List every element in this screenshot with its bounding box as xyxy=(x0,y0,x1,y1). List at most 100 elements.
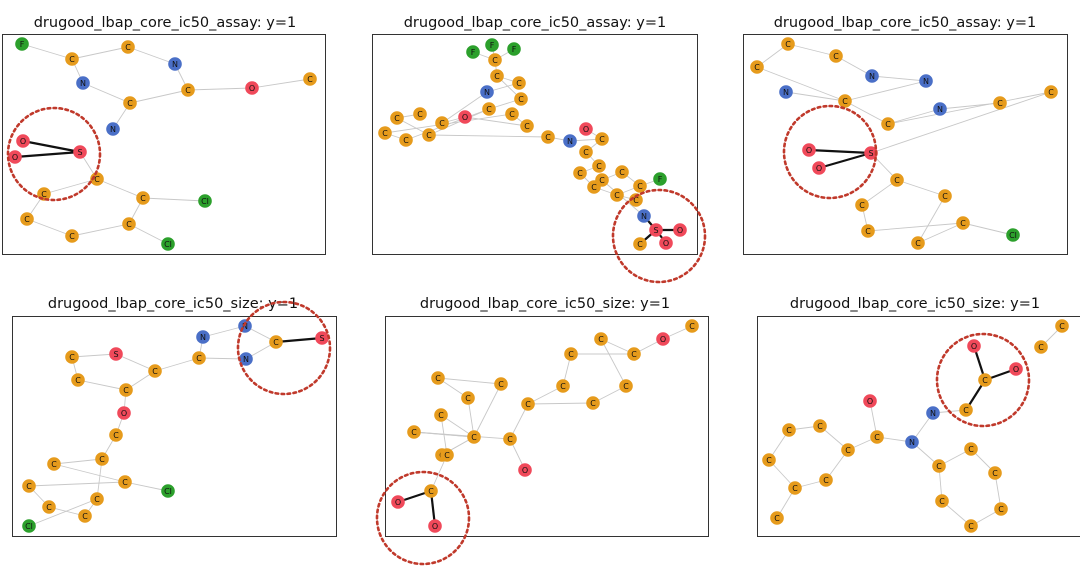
atom-label: C xyxy=(960,219,966,228)
atom-n xyxy=(919,74,933,88)
bond xyxy=(867,222,964,232)
atom-label: O xyxy=(867,397,873,406)
atom-label: Cl xyxy=(164,487,172,496)
bond xyxy=(142,197,206,202)
atom-c xyxy=(956,216,970,230)
atom-c xyxy=(782,423,796,437)
atom-n xyxy=(76,76,90,90)
atom-label: C xyxy=(619,168,625,177)
atom-n xyxy=(779,85,793,99)
atom-label: F xyxy=(512,45,517,54)
atom-label: S xyxy=(77,148,82,157)
atom-label: C xyxy=(623,382,629,391)
atom-label: C xyxy=(99,455,105,464)
atom-label: C xyxy=(428,487,434,496)
atom-c xyxy=(615,165,629,179)
atom-label: C xyxy=(817,422,823,431)
atom-cl xyxy=(161,237,175,251)
panel-title: drugood_lbap_core_ic50_size: y=1 xyxy=(790,296,1040,312)
bond xyxy=(441,91,488,124)
atom-label: O xyxy=(395,498,401,507)
atom-label: C xyxy=(524,122,530,131)
atom-label: C xyxy=(507,435,513,444)
atom-c xyxy=(514,92,528,106)
atom-o xyxy=(428,519,442,533)
bond xyxy=(202,325,246,338)
atom-label: C xyxy=(438,411,444,420)
atom-label: C xyxy=(435,374,441,383)
atom-c xyxy=(521,397,535,411)
bond xyxy=(251,78,311,89)
atom-label: Cl xyxy=(25,522,33,531)
bond xyxy=(428,134,549,138)
atom-c xyxy=(964,519,978,533)
atom-c xyxy=(488,53,502,67)
atom-label: S xyxy=(868,149,873,158)
atom-label: C xyxy=(599,135,605,144)
panel-frame xyxy=(743,34,1068,255)
atom-label: O xyxy=(660,335,666,344)
atom-label: C xyxy=(1059,322,1065,331)
atom-label: C xyxy=(997,99,1003,108)
atom-label: O xyxy=(663,239,669,248)
bond xyxy=(473,383,502,438)
atom-n xyxy=(905,435,919,449)
atom-c xyxy=(148,364,162,378)
atom-o xyxy=(1009,362,1023,376)
atom-label: C xyxy=(577,169,583,178)
atom-label: C xyxy=(968,522,974,531)
atom-label: C xyxy=(439,119,445,128)
atom-c xyxy=(431,371,445,385)
atom-label: C xyxy=(196,354,202,363)
bond xyxy=(71,223,130,237)
atom-label: S xyxy=(319,334,324,343)
atom-c xyxy=(90,492,104,506)
atom-label: C xyxy=(403,136,409,145)
atom-label: O xyxy=(971,342,977,351)
atom-c xyxy=(541,130,555,144)
atom-label: C xyxy=(426,131,432,140)
atom-f xyxy=(15,37,29,51)
atom-c xyxy=(813,419,827,433)
atom-c xyxy=(65,52,79,66)
atom-label: C xyxy=(152,367,158,376)
atom-s xyxy=(315,331,329,345)
bond xyxy=(21,43,73,60)
atom-label: C xyxy=(833,52,839,61)
atom-n xyxy=(196,330,210,344)
bond xyxy=(527,402,594,405)
atom-c xyxy=(573,166,587,180)
atom-label: C xyxy=(492,56,498,65)
atom-c xyxy=(123,96,137,110)
atom-o xyxy=(967,339,981,353)
atom-c xyxy=(829,49,843,63)
atom-o xyxy=(245,81,259,95)
atom-cl xyxy=(1006,228,1020,242)
atom-label: S xyxy=(113,350,118,359)
atom-s xyxy=(864,146,878,160)
atom-label: C xyxy=(26,482,32,491)
atom-c xyxy=(1055,319,1069,333)
atom-c xyxy=(467,430,481,444)
atom-c xyxy=(595,132,609,146)
atom-c xyxy=(579,145,593,159)
atom-o xyxy=(579,122,593,136)
atom-c xyxy=(750,60,764,74)
atom-label: C xyxy=(69,232,75,241)
atom-n xyxy=(239,352,253,366)
atom-label: C xyxy=(792,484,798,493)
bond xyxy=(437,377,502,385)
atom-c xyxy=(1034,340,1048,354)
atom-label: C xyxy=(125,43,131,52)
atom-cl xyxy=(161,484,175,498)
atom-label: O xyxy=(249,84,255,93)
bond xyxy=(896,179,946,197)
bond xyxy=(785,91,846,102)
bond xyxy=(129,89,189,104)
atom-label: F xyxy=(471,48,476,57)
atom-label: C xyxy=(185,86,191,95)
atom-label: N xyxy=(243,355,249,364)
bond xyxy=(844,80,927,102)
highlighted-bond xyxy=(22,139,81,154)
atom-n xyxy=(926,406,940,420)
